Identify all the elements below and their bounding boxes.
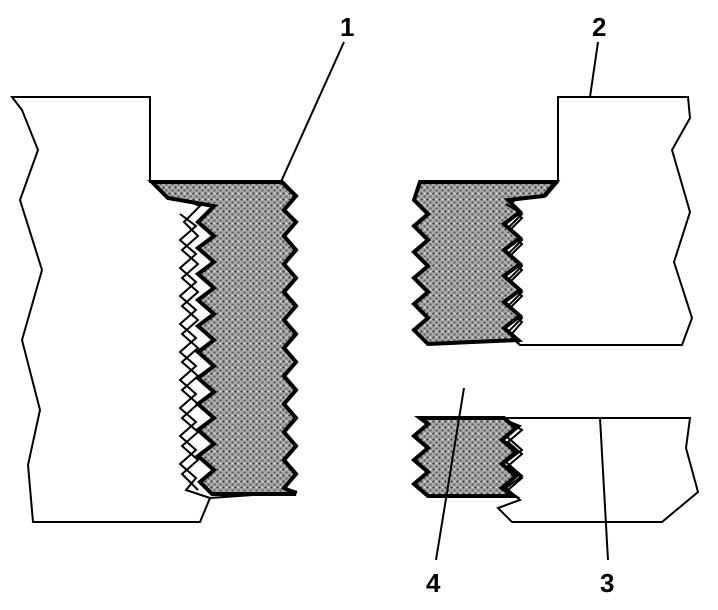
callout-2: 2 — [592, 12, 606, 42]
left-casting — [9, 96, 299, 523]
thread-insert-3 — [410, 416, 521, 498]
right-lower-casting — [410, 416, 700, 523]
thread-insert-1 — [147, 180, 299, 496]
callout-3: 3 — [600, 568, 614, 598]
right-upper-casting-outline — [506, 96, 694, 346]
left-hole-thread-profile — [159, 189, 202, 491]
left-hole-thread-profile-outer — [178, 213, 211, 499]
right-upper-thread-profile — [505, 203, 524, 343]
right-lower-thread-profile — [505, 419, 524, 499]
right-lower-casting-outline — [496, 417, 700, 523]
right-upper-casting — [411, 96, 694, 347]
leader-line-4 — [435, 387, 465, 561]
callout-4: 4 — [426, 568, 441, 598]
leader-line-2 — [589, 41, 599, 98]
leader-line-3 — [599, 417, 609, 561]
callout-1: 1 — [340, 12, 354, 42]
leader-line-1 — [279, 41, 345, 185]
